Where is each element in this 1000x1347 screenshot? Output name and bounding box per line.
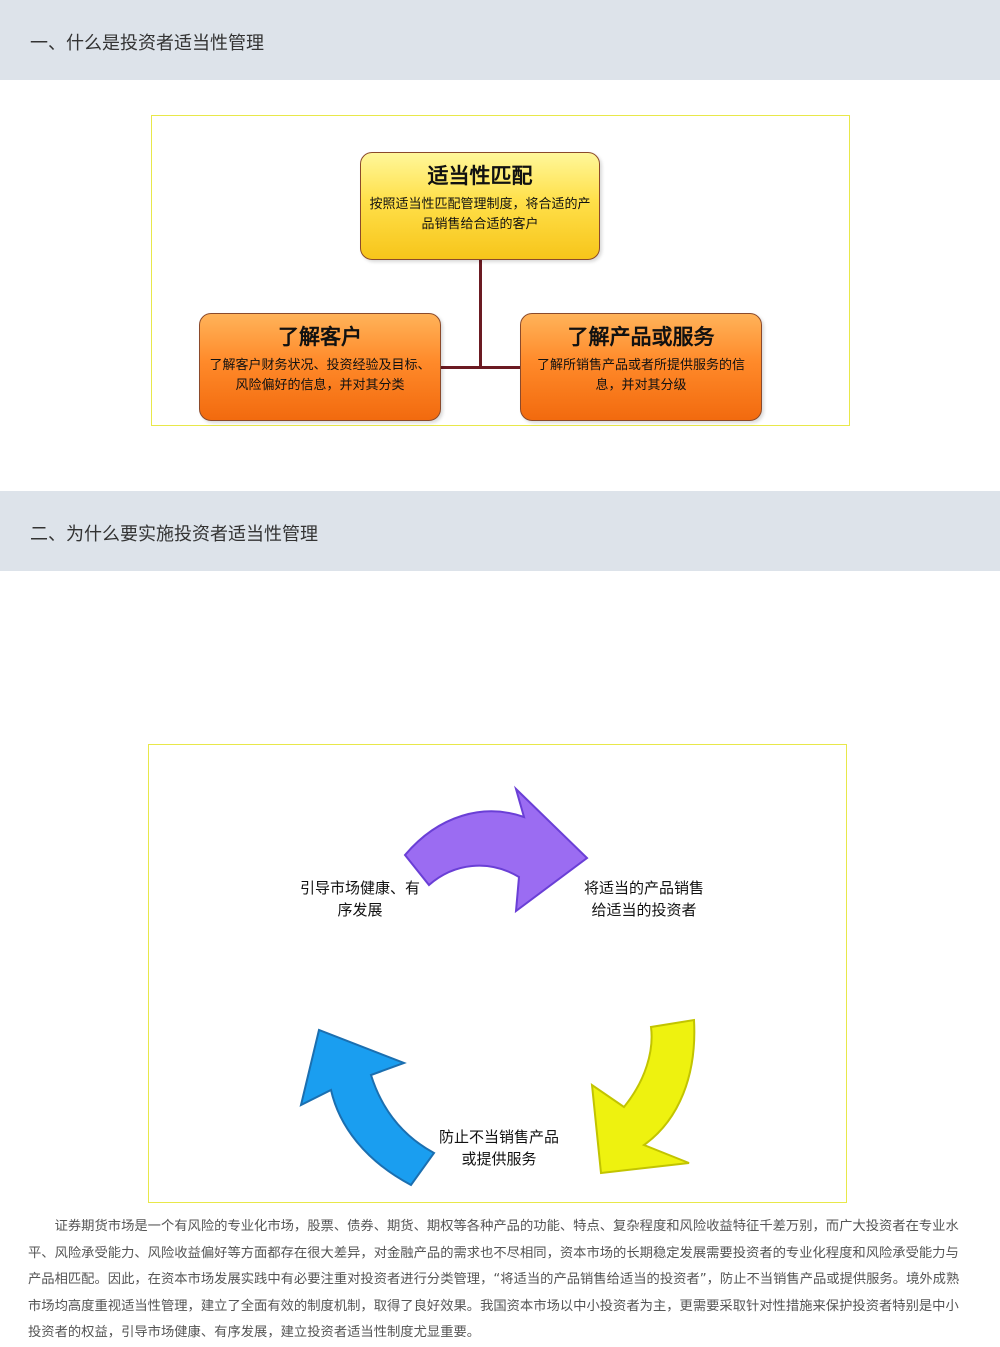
purple-curved-arrow <box>403 785 589 914</box>
section-header-1: 一、什么是投资者适当性管理 <box>0 0 1000 80</box>
guide-market-label: 引导市场健康、有序发展 <box>299 879 420 919</box>
sell-suitable-label: 将适当的产品销售给适当的投资者 <box>583 879 704 919</box>
box-description: 了解所销售产品或者所提供服务的信息，并对其分级 <box>536 358 745 393</box>
know-product-box: 了解产品或服务 了解所销售产品或者所提供服务的信息，并对其分级 <box>520 313 762 421</box>
box-description: 了解客户财务状况、投资经验及目标、风险偏好的信息，并对其分类 <box>209 358 431 393</box>
know-client-box: 了解客户 了解客户财务状况、投资经验及目标、风险偏好的信息，并对其分类 <box>199 313 441 421</box>
section-title: 二、为什么要实施投资者适当性管理 <box>30 524 318 545</box>
connector-line-vertical <box>479 259 482 367</box>
cycle-arrows <box>299 785 696 1187</box>
prevent-misselling-label: 防止不当销售产品或提供服务 <box>438 1128 559 1168</box>
box-description: 按照适当性匹配管理制度，将合适的产品销售给合适的客户 <box>369 197 591 232</box>
section-header-2: 二、为什么要实施投资者适当性管理 <box>0 491 1000 571</box>
suitability-match-box: 适当性匹配 按照适当性匹配管理制度，将合适的产品销售给合适的客户 <box>360 152 600 260</box>
box-heading: 了解客户 <box>278 324 362 349</box>
box-heading: 了解产品或服务 <box>567 324 715 349</box>
connector-line-horizontal <box>440 366 520 369</box>
box-heading: 适当性匹配 <box>427 163 533 188</box>
suitability-diagram: 适当性匹配 按照适当性匹配管理制度，将合适的产品销售给合适的客户 了解客户 了解… <box>151 115 850 426</box>
body-paragraph: 证券期货市场是一个有风险的专业化市场，股票、债券、期货、期权等各种产品的功能、特… <box>28 1219 960 1340</box>
section-title: 一、什么是投资者适当性管理 <box>30 33 264 54</box>
blue-curved-arrow <box>299 1028 436 1187</box>
cycle-diagram: 引导市场健康、有序发展 将适当的产品销售给适当的投资者 防止不当销售产品或提供服… <box>148 744 847 1203</box>
yellow-curved-arrow <box>590 1018 696 1175</box>
